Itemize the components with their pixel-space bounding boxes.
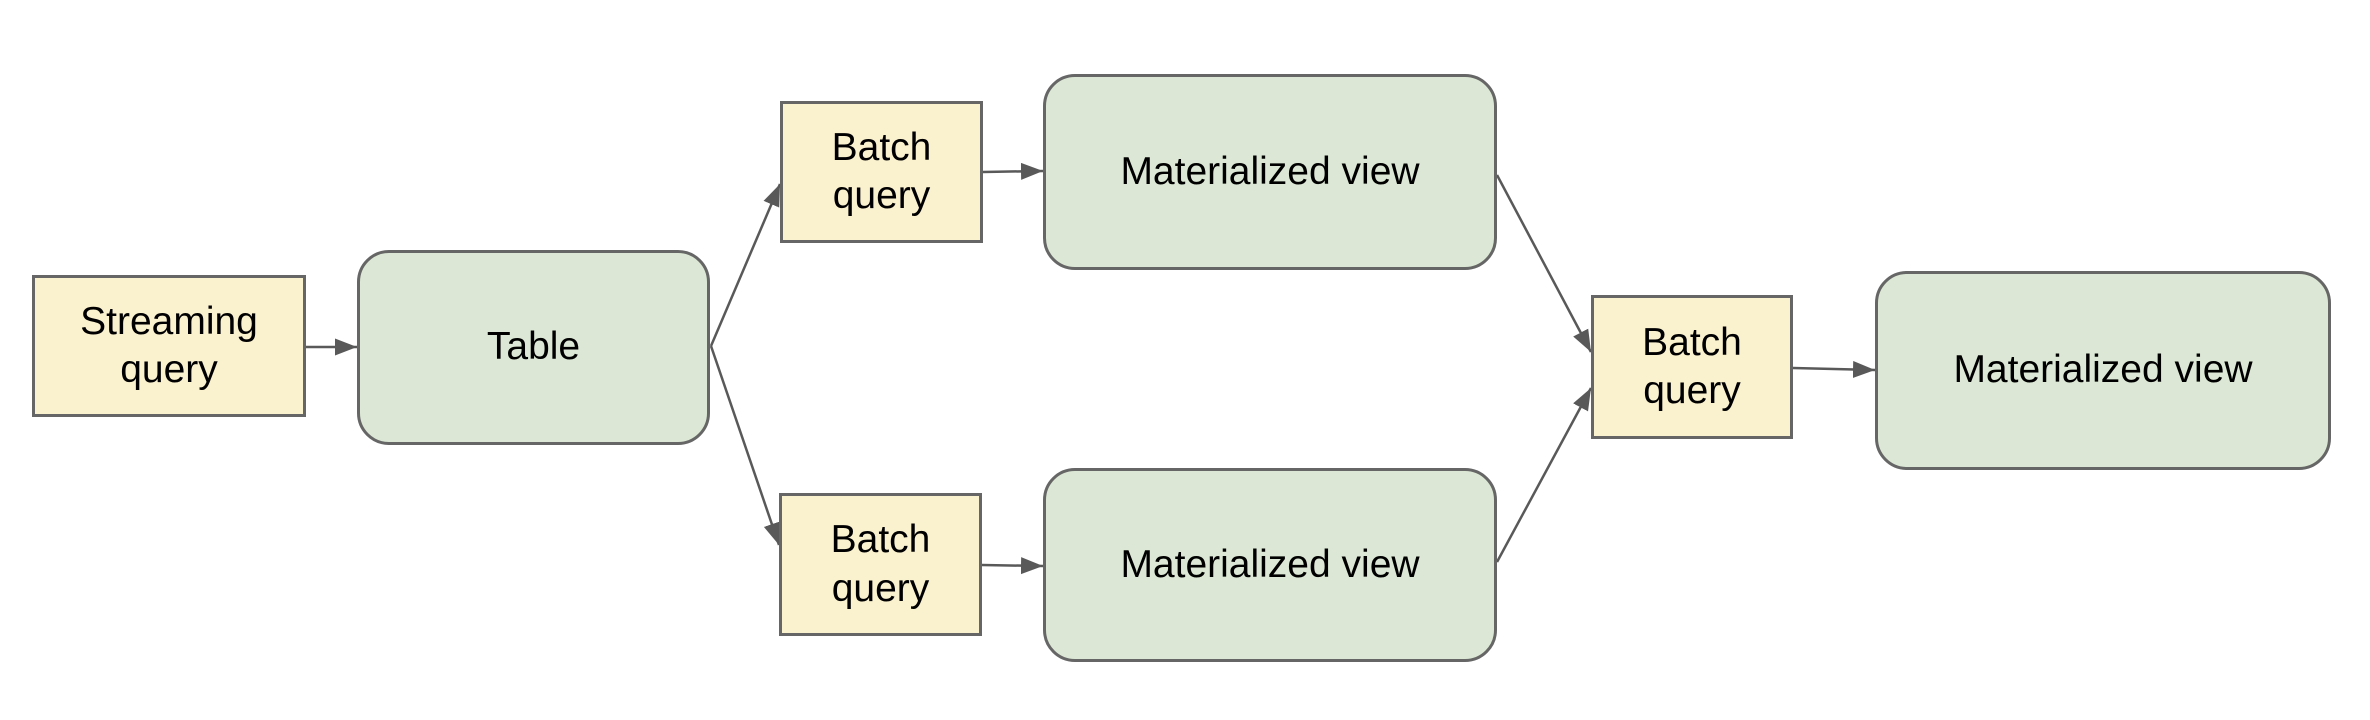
node-batch-query-bottom: Batch query (779, 493, 982, 636)
node-label-table: Table (486, 325, 581, 369)
node-batch-query-top: Batch query (780, 101, 983, 243)
edge-materialized-view-bottom-to-batch-query-right (1495, 387, 1593, 563)
node-batch-query-right: Batch query (1591, 295, 1793, 439)
node-label-batch-query-right: Batch query (1642, 320, 1742, 412)
edge-table-to-batch-query-top (709, 183, 782, 347)
node-label-materialized-view-top: Materialized view (1120, 149, 1420, 193)
node-label-materialized-view-bottom: Materialized view (1120, 542, 1420, 586)
node-label-materialized-view-final: Materialized view (1953, 348, 2253, 392)
edge-batch-query-bottom-to-materialized-view-bottom (981, 557, 1044, 575)
node-materialized-view-bottom: Materialized view (1043, 468, 1497, 662)
node-materialized-view-final: Materialized view (1875, 271, 2331, 470)
edge-batch-query-top-to-materialized-view-top (982, 162, 1044, 180)
node-label-batch-query-bottom: Batch query (830, 518, 931, 610)
edge-table-to-batch-query-bottom (709, 345, 781, 546)
node-materialized-view-top: Materialized view (1043, 74, 1497, 270)
node-streaming-query: Streaming query (32, 275, 306, 417)
edge-materialized-view-top-to-batch-query-right (1495, 174, 1593, 353)
node-label-batch-query-top: Batch query (831, 125, 932, 217)
edge-batch-query-right-to-materialized-view-final (1792, 360, 1876, 378)
node-table: Table (357, 250, 710, 445)
node-label-streaming-query: Streaming query (80, 299, 258, 391)
